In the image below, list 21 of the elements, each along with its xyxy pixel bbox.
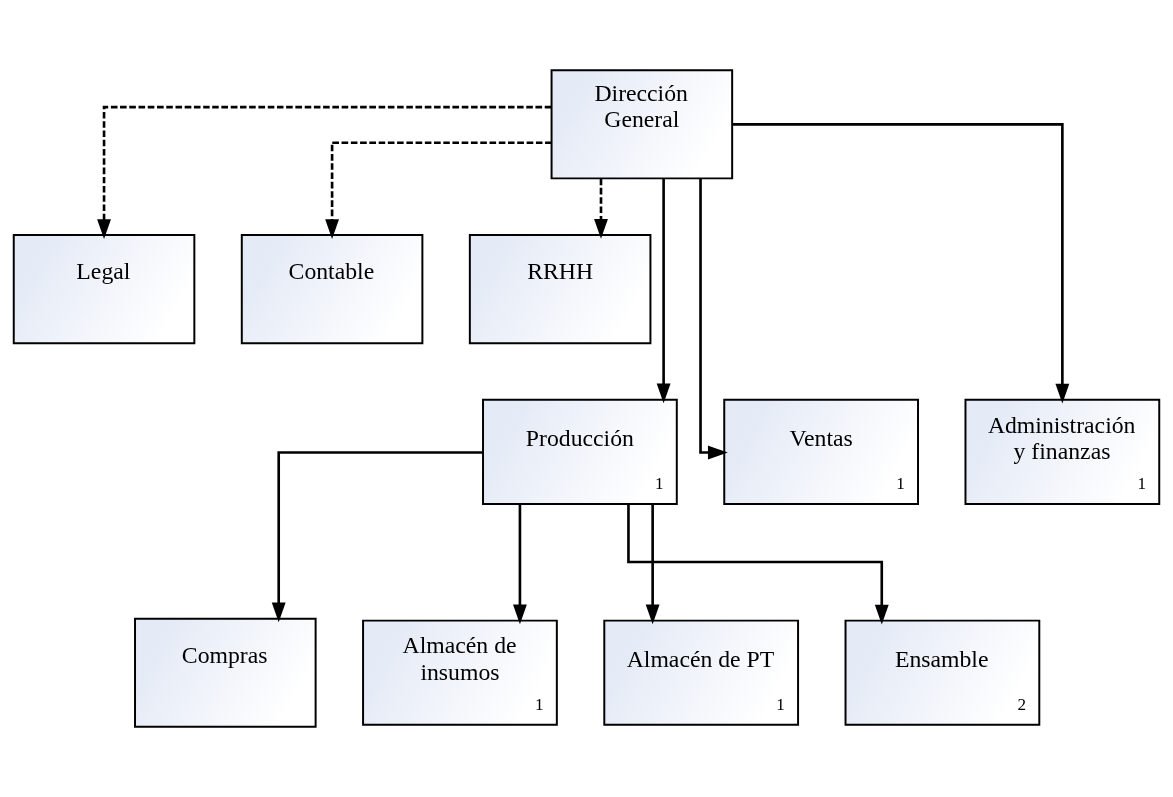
node-box: Ventas 1 bbox=[723, 398, 919, 505]
arrow bbox=[656, 178, 671, 404]
node-box: Administración y finanzas 1 bbox=[964, 398, 1161, 505]
node-box: Almacén de PT 1 bbox=[603, 619, 800, 726]
arrow bbox=[699, 178, 728, 460]
arrow bbox=[325, 141, 552, 239]
node-box: Dirección General bbox=[550, 69, 734, 180]
node-box: Ensamble 2 bbox=[844, 619, 1041, 726]
arrow bbox=[627, 504, 889, 625]
node-box: Legal bbox=[12, 234, 196, 345]
node-box: Producción 1 bbox=[482, 398, 678, 505]
arrow bbox=[732, 123, 1070, 404]
arrow bbox=[271, 451, 483, 623]
arrow bbox=[97, 105, 552, 239]
arrow bbox=[645, 504, 660, 625]
node-box: Compras bbox=[134, 617, 317, 728]
arrow bbox=[513, 504, 527, 625]
node-box: Contable bbox=[240, 234, 424, 345]
node-box: Almacén de insumos 1 bbox=[362, 619, 558, 726]
node-box: RRHH bbox=[468, 234, 652, 345]
arrow bbox=[594, 178, 608, 239]
